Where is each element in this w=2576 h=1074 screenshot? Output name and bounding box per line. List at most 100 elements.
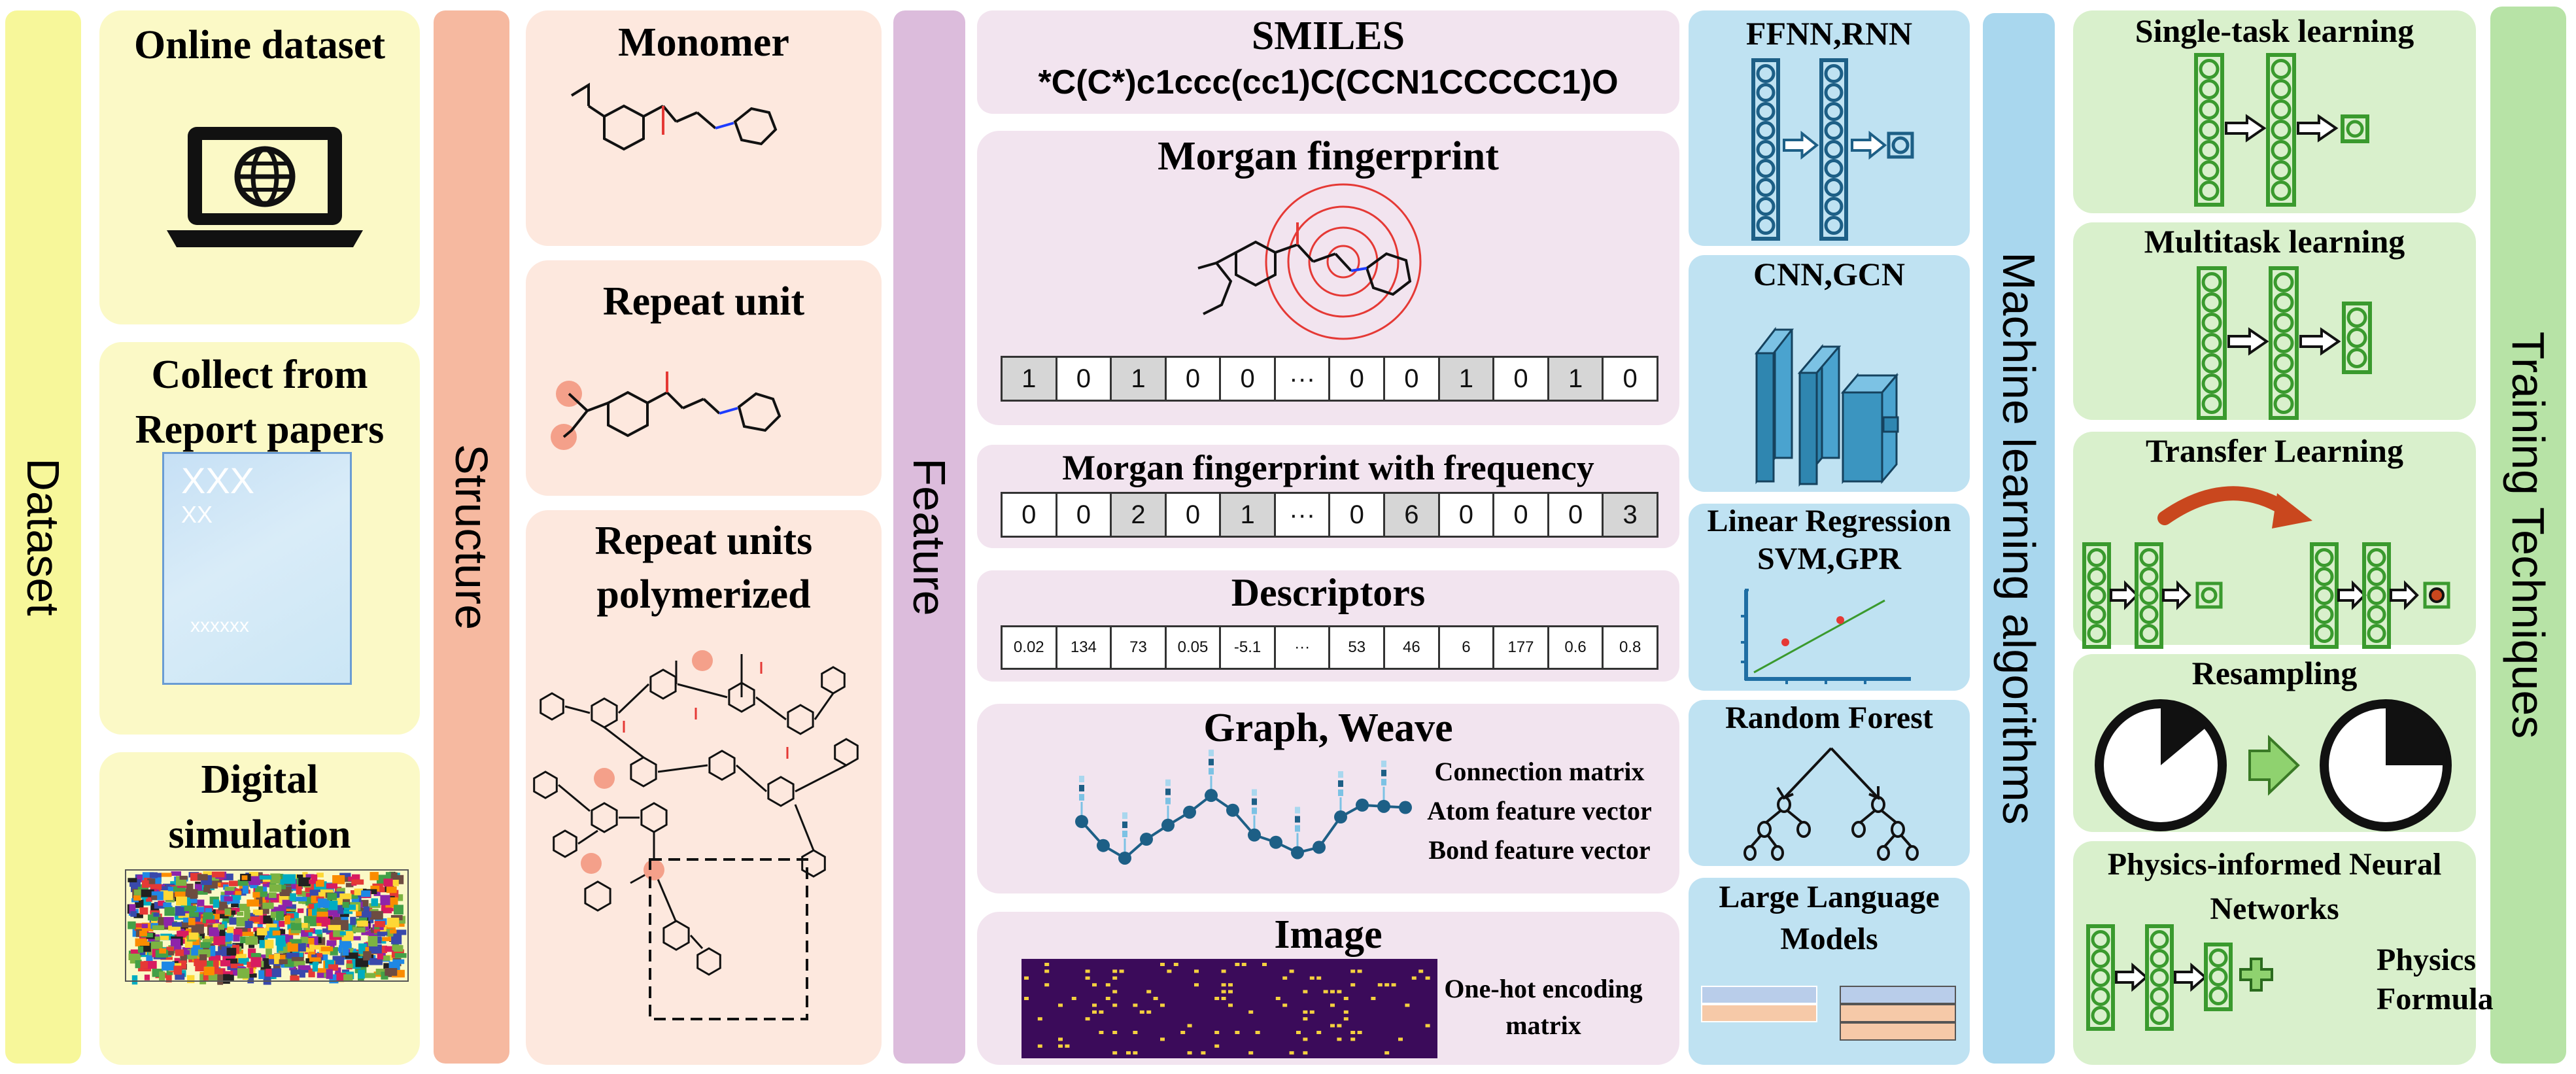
voxel — [290, 922, 303, 931]
neuron-node — [2271, 181, 2292, 201]
voxel — [317, 908, 328, 913]
voxel — [244, 927, 251, 935]
neuron-node — [2314, 567, 2334, 586]
feature-bar — [1252, 798, 1257, 805]
voxel — [359, 911, 371, 918]
onehot-cell — [1343, 1010, 1348, 1014]
onehot-cell — [1337, 990, 1342, 994]
onehot-cell — [1398, 1037, 1403, 1041]
onehot-cell — [1303, 990, 1308, 994]
feature-bar — [1338, 771, 1343, 778]
benzene-ring — [696, 947, 721, 976]
voxel — [305, 967, 311, 973]
voxel — [146, 894, 152, 902]
voxel — [390, 880, 399, 886]
onehot-cell — [1214, 1044, 1220, 1048]
benzene-ring — [540, 692, 564, 721]
onehot-cell — [1092, 1003, 1097, 1007]
voxel — [383, 878, 393, 887]
voxel — [344, 904, 356, 910]
onehot-cell — [1330, 1024, 1335, 1028]
onehot-cell — [1160, 1037, 1165, 1041]
voxel — [150, 884, 162, 890]
bit: ··· — [1275, 358, 1331, 400]
onehot-cell — [1303, 1037, 1308, 1041]
layer-box — [2269, 266, 2299, 420]
feature-bar — [1252, 807, 1257, 814]
plus-icon — [2239, 958, 2273, 992]
physics-formula-label: Physics Formula — [2377, 943, 2494, 1016]
onehot-cell — [1228, 1003, 1233, 1007]
neuron-node — [1824, 64, 1844, 83]
layer-box — [2194, 53, 2224, 207]
voxel — [270, 910, 281, 918]
benzene-ring — [767, 776, 795, 807]
voxel — [174, 958, 180, 963]
repeat-unit-title: Repeat unit — [602, 279, 805, 324]
voxel — [279, 959, 288, 965]
voxel — [332, 956, 345, 965]
bit: 1 — [1439, 358, 1495, 400]
voxel — [374, 921, 385, 927]
voxel — [135, 960, 142, 969]
image-panel: Image One-hot encoding matrix — [977, 912, 1679, 1065]
feature-bar — [1381, 769, 1386, 776]
voxel — [182, 947, 190, 952]
descriptors-title: Descriptors — [1231, 571, 1426, 614]
morgan-frequency-title: Morgan fingerprint with frequency — [1062, 448, 1594, 487]
bit: 0 — [1003, 494, 1057, 536]
voxel — [286, 952, 300, 959]
voxel — [252, 892, 260, 898]
voxel — [326, 940, 337, 946]
voxel — [175, 890, 187, 897]
voxel — [297, 891, 310, 897]
voxel — [205, 908, 213, 913]
monomer-panel: Monomer — [526, 10, 882, 246]
voxel — [197, 874, 208, 880]
graph-atom-node — [1269, 835, 1282, 849]
voxel — [153, 912, 160, 917]
onehot-cell — [1343, 1017, 1348, 1021]
voxel — [385, 872, 394, 880]
voxel — [226, 958, 237, 964]
polymerized-title: Repeat units polymerized — [594, 519, 813, 617]
voxel — [273, 964, 281, 971]
onehot-cell — [1357, 969, 1362, 973]
onehot-cell — [1146, 1010, 1152, 1014]
voxel — [307, 954, 314, 959]
bit: 0 — [1549, 494, 1604, 536]
voxel — [244, 910, 250, 919]
end-group-marker — [594, 768, 615, 789]
neuron-node — [2273, 373, 2294, 394]
voxel — [298, 943, 306, 952]
voxel — [170, 939, 180, 946]
descriptor-cell: 0.8 — [1604, 627, 1657, 668]
voxel — [237, 968, 250, 979]
voxel — [199, 954, 207, 961]
feature-bar — [1252, 789, 1257, 796]
paper-line-1: XXX — [181, 460, 255, 501]
layer-box — [2197, 266, 2227, 420]
voxel — [392, 959, 405, 964]
onehot-cell — [1058, 1044, 1063, 1048]
voxel — [130, 911, 137, 917]
voxel — [188, 958, 196, 963]
voxel — [317, 953, 322, 958]
voxel — [197, 949, 211, 958]
voxel — [368, 936, 378, 946]
feature-bar — [1381, 778, 1386, 786]
benzene-ring — [640, 802, 668, 833]
benzene-ring — [591, 697, 618, 729]
onehot-cell — [1058, 1003, 1063, 1007]
voxel — [369, 872, 379, 880]
onehot-cell — [1228, 990, 1233, 994]
neuron-node — [2139, 624, 2159, 643]
linear-regression-panel: Linear Regression SVM,GPR — [1689, 504, 1970, 691]
onehot-cell — [1085, 976, 1090, 980]
voxel — [171, 871, 181, 876]
graph-atom-node — [1161, 818, 1175, 832]
llm-stack-icon — [1701, 986, 1956, 1041]
voxel — [343, 974, 353, 982]
voxel — [256, 927, 267, 936]
voxel — [335, 967, 341, 977]
